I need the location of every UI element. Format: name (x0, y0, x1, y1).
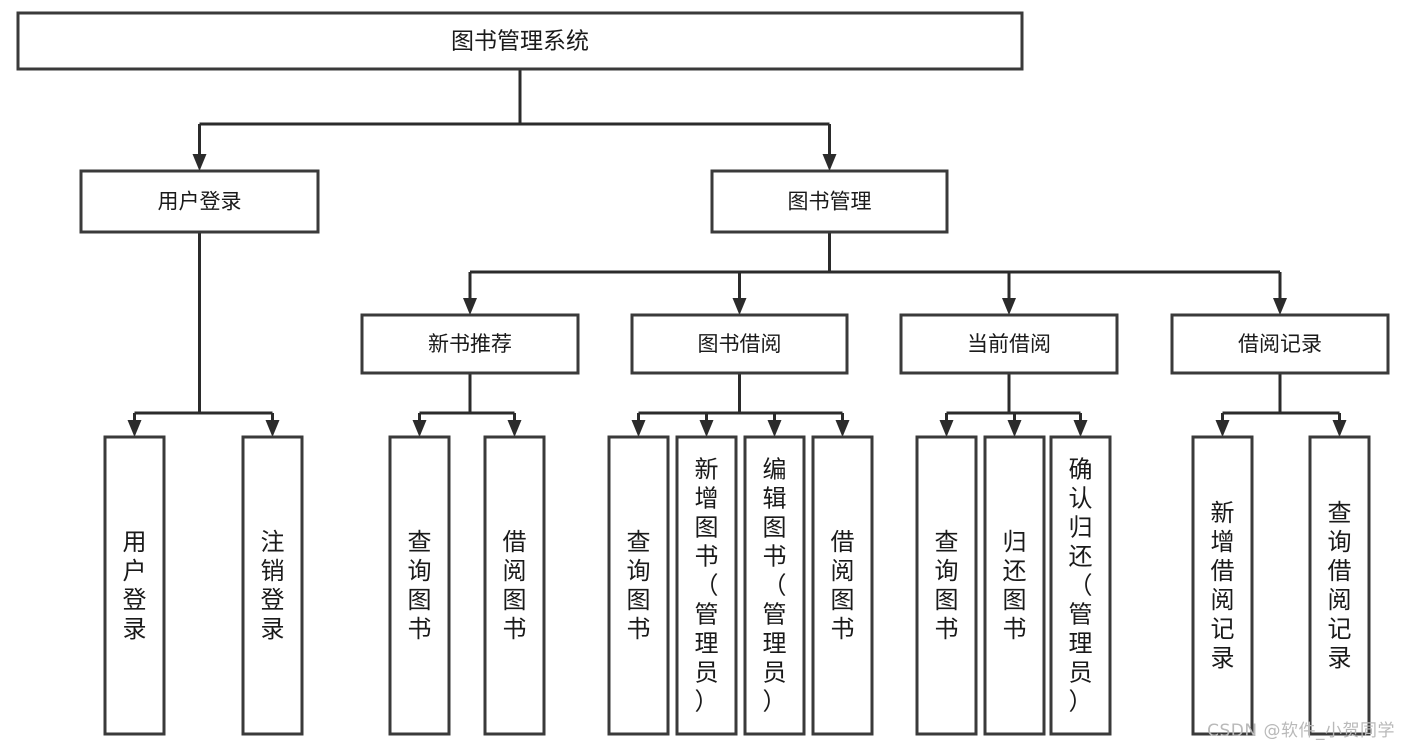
leaf-edit-book-box[interactable] (743, 435, 806, 736)
arrow-head-icon (192, 154, 207, 171)
current-borrow-label: 当前借阅 (967, 332, 1051, 356)
arrow-head-icon (732, 298, 747, 315)
user-login-label: 用户登录 (158, 190, 242, 214)
connectors-layer (127, 69, 1347, 437)
arrow-head-icon (699, 420, 714, 437)
leaf-query-record-box[interactable] (1308, 435, 1371, 736)
leaf-query-book-2-label: 查询图书 (627, 528, 651, 643)
leaf-query-book-1-box[interactable] (388, 435, 451, 736)
leaf-query-book-3-box[interactable] (915, 435, 978, 736)
arrow-head-icon (767, 420, 782, 437)
borrow-record-label: 借阅记录 (1238, 332, 1322, 356)
arrow-head-icon (463, 298, 477, 315)
arrow-head-icon (1273, 298, 1287, 315)
new-book-recommend-label: 新书推荐 (428, 332, 512, 356)
leaf-confirm-return-label: 确认归还（管理员） (1069, 456, 1093, 716)
leaf-user-login-label: 用户登录 (123, 528, 147, 643)
book-manage-label: 图书管理 (788, 190, 872, 214)
leaf-borrow-book-1-label: 借阅图书 (503, 528, 527, 643)
arrow-head-icon (507, 420, 522, 437)
new-book-recommend-box[interactable] (360, 313, 580, 375)
root-box[interactable] (16, 11, 1024, 71)
arrow-head-icon (822, 154, 837, 171)
leaf-user-logout-label: 注销登录 (261, 528, 285, 643)
boxes-layer: 图书管理系统用户登录图书管理新书推荐图书借阅当前借阅借阅记录用户登录注销登录查询… (16, 11, 1390, 736)
leaf-return-book-label: 归还图书 (1003, 528, 1027, 643)
arrow-head-icon (835, 420, 850, 437)
leaf-add-record-box[interactable] (1191, 435, 1254, 736)
arrow-head-icon (1002, 298, 1016, 315)
arrow-head-icon (1007, 420, 1022, 437)
arrow-head-icon (1215, 420, 1230, 437)
borrow-record-box[interactable] (1170, 313, 1390, 375)
book-manage-box[interactable] (710, 169, 949, 234)
leaf-query-record-label: 查询借阅记录 (1328, 499, 1352, 672)
arrow-head-icon (1073, 420, 1088, 437)
leaf-return-book-box[interactable] (983, 435, 1046, 736)
leaf-add-record-label: 新增借阅记录 (1211, 499, 1235, 672)
leaf-edit-book-label: 编辑图书（管理员） (763, 456, 787, 716)
leaf-confirm-return-box[interactable] (1049, 435, 1112, 736)
leaf-borrow-book-2-label: 借阅图书 (831, 528, 855, 643)
leaf-query-book-2-box[interactable] (607, 435, 670, 736)
current-borrow-box[interactable] (899, 313, 1119, 375)
arrow-head-icon (412, 420, 427, 437)
leaf-add-book-label: 新增图书（管理员） (695, 456, 719, 716)
book-borrow-label: 图书借阅 (698, 332, 782, 356)
book-borrow-box[interactable] (630, 313, 849, 375)
leaf-query-book-3-label: 查询图书 (935, 528, 959, 643)
leaf-query-book-1-label: 查询图书 (408, 528, 432, 643)
arrow-head-icon (265, 420, 280, 437)
leaf-borrow-book-2-box[interactable] (811, 435, 874, 736)
leaf-add-book-box[interactable] (675, 435, 738, 736)
arrow-head-icon (127, 420, 142, 437)
root-label: 图书管理系统 (451, 29, 589, 55)
arrow-head-icon (939, 420, 954, 437)
leaf-borrow-book-1-box[interactable] (483, 435, 546, 736)
leaf-user-logout-box[interactable] (241, 435, 304, 736)
arrow-head-icon (631, 420, 646, 437)
user-login-box[interactable] (79, 169, 320, 234)
arrow-head-icon (1332, 420, 1347, 437)
leaf-user-login-box[interactable] (103, 435, 166, 736)
